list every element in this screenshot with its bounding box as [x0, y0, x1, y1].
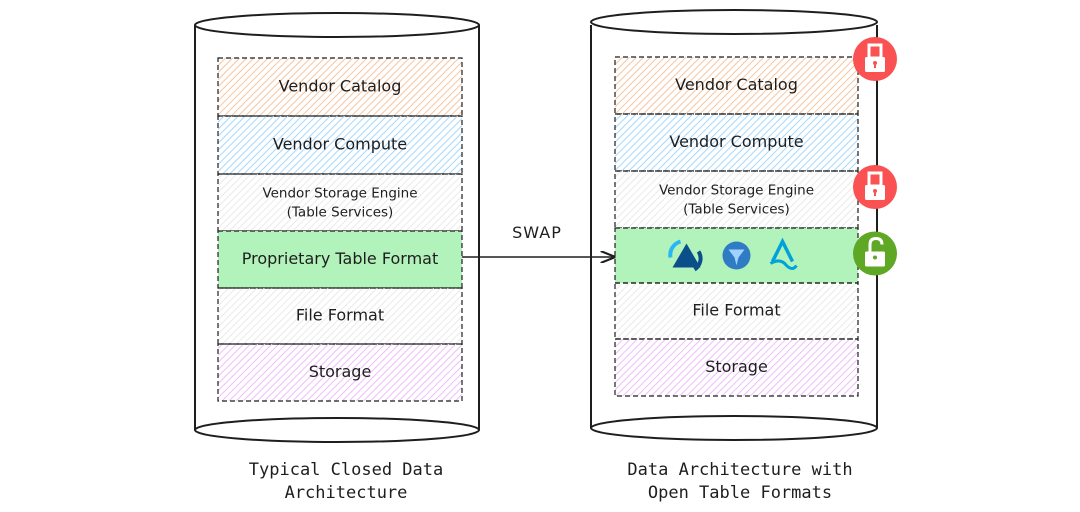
left-layer-vendor-catalog: Vendor Catalog — [217, 57, 463, 117]
swap-label: SWAP — [512, 223, 562, 242]
layer-box — [217, 173, 463, 232]
right-cylinder — [590, 9, 878, 441]
layer-label: Vendor Catalog — [675, 75, 798, 94]
left-cylinder — [194, 12, 480, 443]
layer-label: Vendor Compute — [273, 135, 407, 154]
left-cylinder-bottom — [194, 417, 480, 443]
right-cylinder-bottom — [590, 415, 878, 441]
left-layer-vendor-compute: Vendor Compute — [217, 115, 463, 175]
layer-box — [614, 170, 859, 229]
layer-box — [614, 113, 859, 172]
apache-hudi-icon — [668, 239, 703, 272]
layer-label-line: Vendor Storage Engine — [262, 186, 417, 202]
layer-box — [217, 343, 463, 402]
layer-label: File Format — [692, 301, 780, 320]
layer-label: Storage — [705, 357, 768, 376]
right-caption-line-1: Data Architecture with — [627, 460, 852, 480]
left-layer-storage: Storage — [217, 343, 463, 402]
layer-label-line: (Table Services) — [683, 202, 790, 218]
left-caption-line-1: Typical Closed Data — [249, 460, 443, 480]
left-cylinder-top — [194, 12, 480, 38]
right-caption-line-2: Open Table Formats — [648, 483, 832, 503]
layer-box — [217, 287, 463, 345]
layer-label: Storage — [309, 362, 372, 381]
unlocked-padlock-icon — [853, 231, 897, 276]
layer-box — [614, 338, 859, 397]
right-cylinder-body — [590, 25, 878, 428]
locked-padlock-icon — [853, 37, 897, 81]
left-layer-file-format: File Format — [217, 287, 463, 345]
left-cylinder-body — [194, 25, 480, 430]
layer-label: Vendor Catalog — [279, 77, 402, 96]
left-layer-vendor-storage-engine-table-services: Vendor Storage Engine (Table Services) — [217, 173, 463, 232]
left-caption: Typical Closed Data Architecture — [249, 460, 443, 503]
layer-label: Proprietary Table Format — [242, 249, 438, 268]
layer-label-line: (Table Services) — [287, 205, 394, 221]
right-layer-file-format: File Format — [614, 282, 859, 340]
layer-box — [614, 56, 859, 115]
layer-box — [217, 115, 463, 175]
left-layer-proprietary-table-format: Proprietary Table Format — [217, 230, 463, 289]
right-caption: Data Architecture with Open Table Format… — [627, 460, 852, 503]
layer-box — [217, 57, 463, 117]
layer-label: Vendor Compute — [669, 132, 803, 151]
apache-iceberg-icon — [722, 241, 751, 270]
swap-arrow: SWAP — [462, 223, 614, 257]
layer-box — [217, 230, 463, 289]
right-layer-vendor-compute: Vendor Compute — [614, 113, 859, 172]
right-cylinder-top — [590, 9, 878, 35]
locked-padlock-icon — [853, 165, 897, 209]
right-layer-vendor-storage-engine-table-services: Vendor Storage Engine (Table Services) — [614, 165, 897, 229]
right-layer-vendor-catalog: Vendor Catalog — [614, 37, 897, 115]
layer-box — [614, 282, 859, 340]
layer-label-line: Vendor Storage Engine — [659, 183, 814, 199]
left-caption-line-2: Architecture — [285, 483, 408, 503]
delta-lake-icon — [769, 237, 798, 270]
layer-label: File Format — [296, 306, 384, 325]
right-layer-storage: Storage — [614, 338, 859, 397]
right-layer-open-table-formats — [614, 227, 897, 284]
